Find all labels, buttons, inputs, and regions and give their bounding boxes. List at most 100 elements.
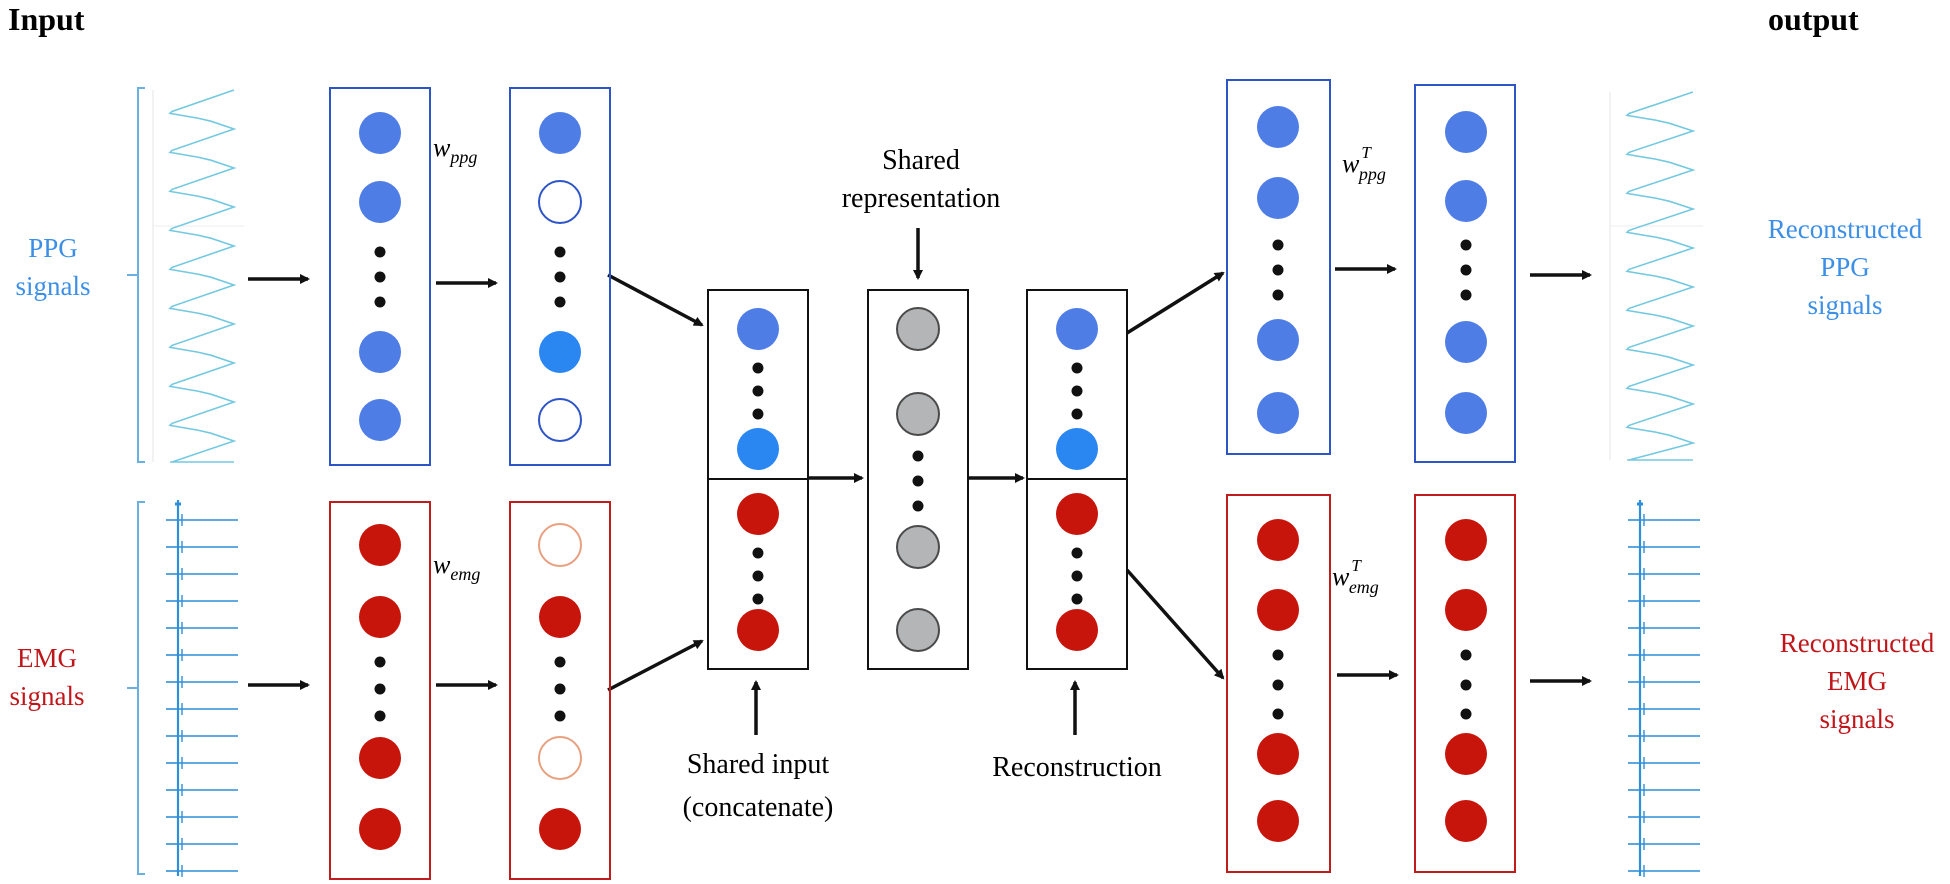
ppg-label-line1: PPG (28, 233, 78, 263)
emg-input-waveform (166, 500, 238, 877)
emg-dec1-ellipsis-dot (1272, 679, 1284, 691)
arrow-recon-to-emg (1125, 568, 1225, 680)
emg-encoder-layer2-box (509, 501, 611, 880)
arrow-recon-to-ppg (1126, 271, 1225, 335)
shared-input-dot (752, 593, 764, 605)
emg-dec1-node (1257, 800, 1299, 842)
recon-ppg-node (1056, 428, 1098, 470)
emg-dec2-ellipsis-dot (1460, 679, 1472, 691)
emg-enc1-ellipsis-dot (374, 683, 386, 695)
shared-input-dot (752, 408, 764, 420)
ppg-decoder-layer2-box (1414, 84, 1516, 463)
emg-enc1-node (359, 737, 401, 779)
shared-input-ppg-node (737, 428, 779, 470)
emg-dec1-node (1257, 519, 1299, 561)
arrows (248, 228, 1592, 735)
ppg-enc1-ellipsis-dot (374, 246, 386, 258)
recon-dot (1071, 408, 1083, 420)
recon-dot (1071, 362, 1083, 374)
emg-dec2-ellipsis-dot (1460, 708, 1472, 720)
ppg-dec2-ellipsis-dot (1460, 239, 1472, 251)
ppg-dec1-node (1257, 319, 1299, 361)
reconstructed-ppg-line2: PPG (1820, 252, 1870, 282)
shared-input-dot (752, 570, 764, 582)
ppg-label-line2: signals (15, 271, 90, 301)
ppg-enc1-node (359, 331, 401, 373)
emg-dec1-ellipsis-dot (1272, 649, 1284, 661)
emg-enc1-node (359, 808, 401, 850)
ppg-enc2-ellipsis-dot (554, 271, 566, 283)
ppg-enc1-node (359, 181, 401, 223)
ppg-enc1-ellipsis-dot (374, 296, 386, 308)
emg-dec2-node (1445, 800, 1487, 842)
shared-representation-label-line1: Shared (882, 145, 960, 176)
ppg-dec2-ellipsis-dot (1460, 289, 1472, 301)
ppg-enc2-dropped-node (538, 398, 582, 442)
emg-enc2-node (539, 596, 581, 638)
emg-enc2-dropped-node (538, 736, 582, 780)
ppg-encoder-layer1-box (329, 87, 431, 466)
ppg-input-waveform (152, 89, 244, 463)
emg-label-line1: EMG (17, 643, 77, 673)
ppg-enc1-ellipsis-dot (374, 271, 386, 283)
weight-ppg: wppg (433, 133, 477, 167)
reconstruction-label: Reconstruction (992, 752, 1162, 783)
reconstructed-emg-line3: signals (1819, 704, 1894, 734)
output-heading: output (1768, 1, 1859, 37)
arrow-ppg-to-shared (607, 273, 704, 327)
ppg-output-waveform (1609, 91, 1703, 461)
ppg-enc2-ellipsis-dot (554, 296, 566, 308)
shared-repr-node (896, 392, 940, 436)
shared-representation-label-line2: representation (842, 183, 1001, 214)
input-heading: Input (8, 1, 85, 37)
ppg-dec1-node (1257, 106, 1299, 148)
shared-repr-node (896, 608, 940, 652)
emg-enc2-ellipsis-dot (554, 710, 566, 722)
emg-dec1-node (1257, 733, 1299, 775)
ppg-dec2-node (1445, 392, 1487, 434)
ppg-encoder-layer2-box (509, 87, 611, 466)
emg-enc2-ellipsis-dot (554, 683, 566, 695)
arrow-emg-to-shared (607, 639, 704, 692)
emg-enc2-dropped-node (538, 523, 582, 567)
emg-label-line2: signals (9, 681, 84, 711)
recon-dot (1071, 547, 1083, 559)
ppg-enc1-node (359, 399, 401, 441)
shared-input-label-line2: (concatenate) (683, 792, 834, 823)
emg-enc2-ellipsis-dot (554, 656, 566, 668)
emg-enc1-ellipsis-dot (374, 656, 386, 668)
ppg-dec1-node (1257, 177, 1299, 219)
ppg-enc2-dropped-node (538, 180, 582, 224)
shared-input-dot (752, 385, 764, 397)
emg-enc1-ellipsis-dot (374, 710, 386, 722)
ppg-decoder-layer1-box (1226, 79, 1331, 455)
ppg-enc2-node (539, 331, 581, 373)
ppg-dec1-ellipsis-dot (1272, 239, 1284, 251)
reconstructed-ppg-line1: Reconstructed (1768, 214, 1923, 244)
shared-repr-node (896, 307, 940, 351)
emg-dec1-ellipsis-dot (1272, 708, 1284, 720)
emg-decoder-layer1-box (1226, 494, 1331, 873)
emg-dec2-node (1445, 733, 1487, 775)
recon-dot (1071, 570, 1083, 582)
recon-ppg-node (1056, 308, 1098, 350)
shared-repr-dot (912, 500, 924, 512)
recon-dot (1071, 593, 1083, 605)
ppg-dec1-ellipsis-dot (1272, 264, 1284, 276)
emg-dec2-node (1445, 519, 1487, 561)
shared-input-label-line1: Shared input (687, 749, 830, 780)
ppg-dec2-node (1445, 180, 1487, 222)
emg-dec2-ellipsis-dot (1460, 649, 1472, 661)
emg-dec1-node (1257, 589, 1299, 631)
emg-decoder-layer2-box (1414, 494, 1516, 873)
ppg-dec1-ellipsis-dot (1272, 289, 1284, 301)
shared-repr-node (896, 525, 940, 569)
shared-repr-dot (912, 450, 924, 462)
shared-input-dot (752, 547, 764, 559)
reconstructed-emg-line2: EMG (1827, 666, 1887, 696)
ppg-dec2-ellipsis-dot (1460, 264, 1472, 276)
shared-input-ppg-node (737, 308, 779, 350)
